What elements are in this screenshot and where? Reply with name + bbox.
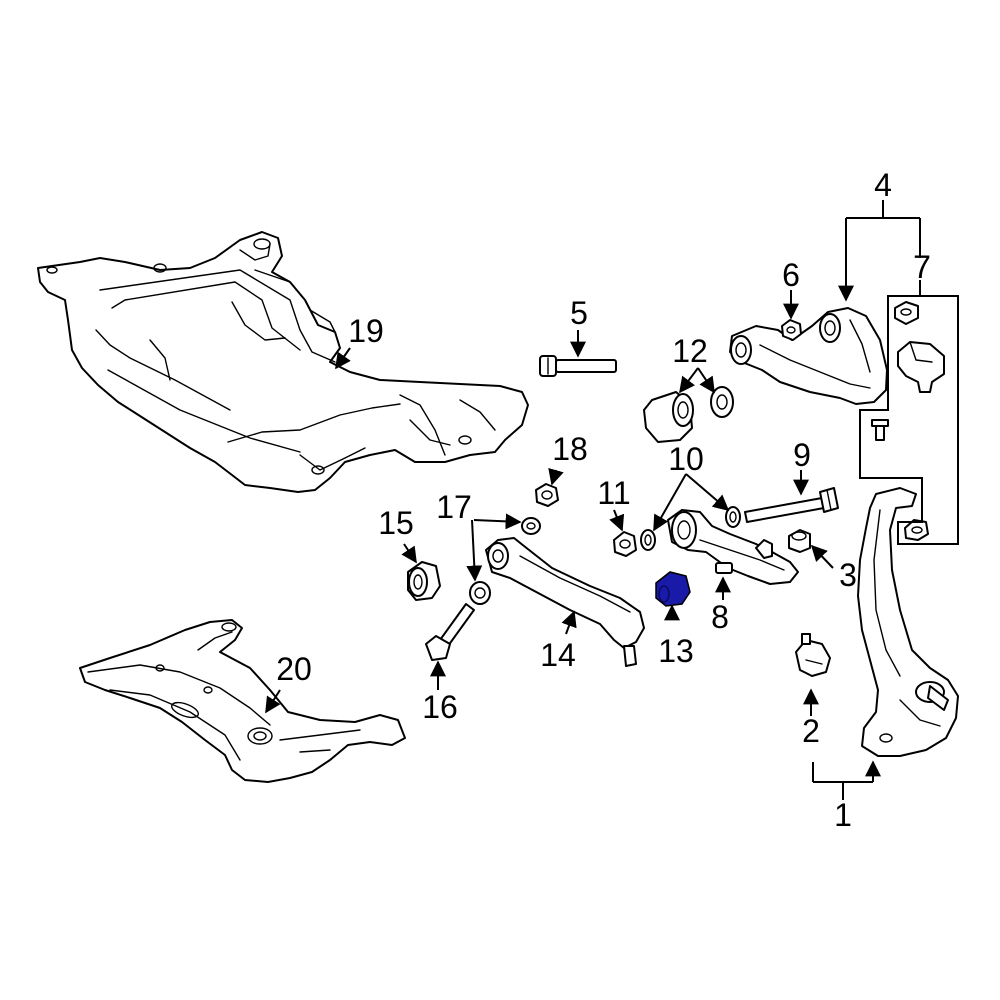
- leader-arrows: [265, 290, 834, 716]
- part-10-washers[interactable]: [640, 506, 741, 551]
- callout-8: 8: [711, 599, 729, 635]
- part-13-bushing[interactable]: [655, 571, 691, 607]
- callout-9: 9: [793, 437, 811, 473]
- callout-2: 2: [802, 713, 820, 749]
- part-19-front-subframe[interactable]: [37, 231, 529, 493]
- callout-14: 14: [540, 637, 576, 673]
- part-7-ball-joint-kit[interactable]: [871, 301, 945, 541]
- callout-4: 4: [874, 167, 892, 203]
- callout-1: 1: [834, 797, 852, 833]
- part-5-bolt[interactable]: [539, 355, 617, 377]
- callout-13: 13: [658, 633, 694, 669]
- part-18-nut[interactable]: [535, 483, 559, 507]
- part-12-bushing[interactable]: [643, 386, 734, 443]
- callout-20: 20: [276, 651, 312, 687]
- part-20-crossmember[interactable]: [79, 619, 406, 783]
- part-17-washers[interactable]: [469, 517, 541, 605]
- callout-6: 6: [782, 257, 800, 293]
- part-6-nut[interactable]: [781, 319, 802, 341]
- part-16-bolt[interactable]: [425, 603, 475, 661]
- callout-10: 10: [668, 441, 704, 477]
- callout-19: 19: [348, 313, 384, 349]
- callout-17: 17: [436, 489, 472, 525]
- callout-3: 3: [839, 557, 857, 593]
- kit-bracket-lines: [812, 200, 959, 800]
- part-1-steering-knuckle[interactable]: [857, 487, 959, 757]
- part-14-tension-strut[interactable]: [485, 537, 645, 667]
- part-4-upper-control-arm[interactable]: [729, 307, 888, 405]
- callout-12: 12: [672, 333, 708, 369]
- callout-16: 16: [422, 689, 458, 725]
- callout-5: 5: [570, 295, 588, 331]
- callout-18: 18: [552, 431, 588, 467]
- callout-15: 15: [378, 505, 414, 541]
- part-2-ball-joint[interactable]: [795, 633, 831, 677]
- callout-7: 7: [913, 249, 931, 285]
- part-15-bushing[interactable]: [407, 561, 441, 601]
- part-11-nut[interactable]: [613, 531, 637, 557]
- callout-11: 11: [597, 475, 630, 511]
- part-8-lower-control-arm[interactable]: [667, 509, 799, 585]
- part-9-bolt[interactable]: [744, 487, 839, 523]
- callout-labels: 1 2 3 4 5 6 7 8 9 10 11 12 13 14 15 16 1…: [276, 167, 931, 833]
- part-3-bushing[interactable]: [788, 529, 811, 553]
